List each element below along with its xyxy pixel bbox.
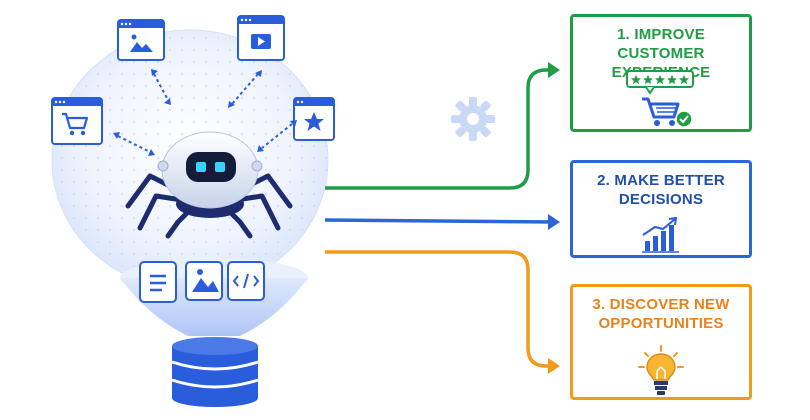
outcome-title-line1: 2. MAKE BETTER [597, 172, 725, 189]
cart-with-rating-icon [626, 70, 694, 128]
connector-lines [324, 62, 560, 374]
outcome-title-line2: OPPORTUNITIES [598, 315, 724, 332]
data-flow-arrows [117, 73, 293, 153]
arrow-heads [113, 69, 297, 156]
star-window-icon [293, 97, 335, 141]
growth-chart-icon [642, 217, 679, 253]
database-icon [171, 337, 259, 407]
outcome-card-new-opportunities: 3. DISCOVER NEW OPPORTUNITIES [570, 284, 752, 400]
outcome-title-line2: DECISIONS [618, 191, 704, 208]
funnel [120, 258, 308, 336]
gear-icon [451, 97, 495, 141]
spider-robot [125, 131, 293, 239]
video-window-icon [237, 15, 285, 61]
cart-window-icon [51, 97, 103, 145]
rating-stars [631, 75, 689, 84]
scraper-illustration [51, 15, 335, 407]
image-icon [185, 261, 223, 301]
outcome-title: 3. DISCOVER NEW OPPORTUNITIES [573, 295, 749, 333]
outcome-card-customer-experience: 1. IMPROVE CUSTOMER EXPERIENCE [570, 14, 752, 132]
outcome-title-line1: 1. IMPROVE CUSTOMER [617, 26, 705, 62]
image-window-icon [117, 19, 165, 61]
outcome-title-line1: 3. DISCOVER NEW [592, 296, 730, 313]
lightbulb-icon [638, 345, 684, 395]
outcome-card-better-decisions: 2. MAKE BETTER DECISIONS [570, 160, 752, 258]
outcome-title: 2. MAKE BETTER DECISIONS [573, 171, 749, 209]
